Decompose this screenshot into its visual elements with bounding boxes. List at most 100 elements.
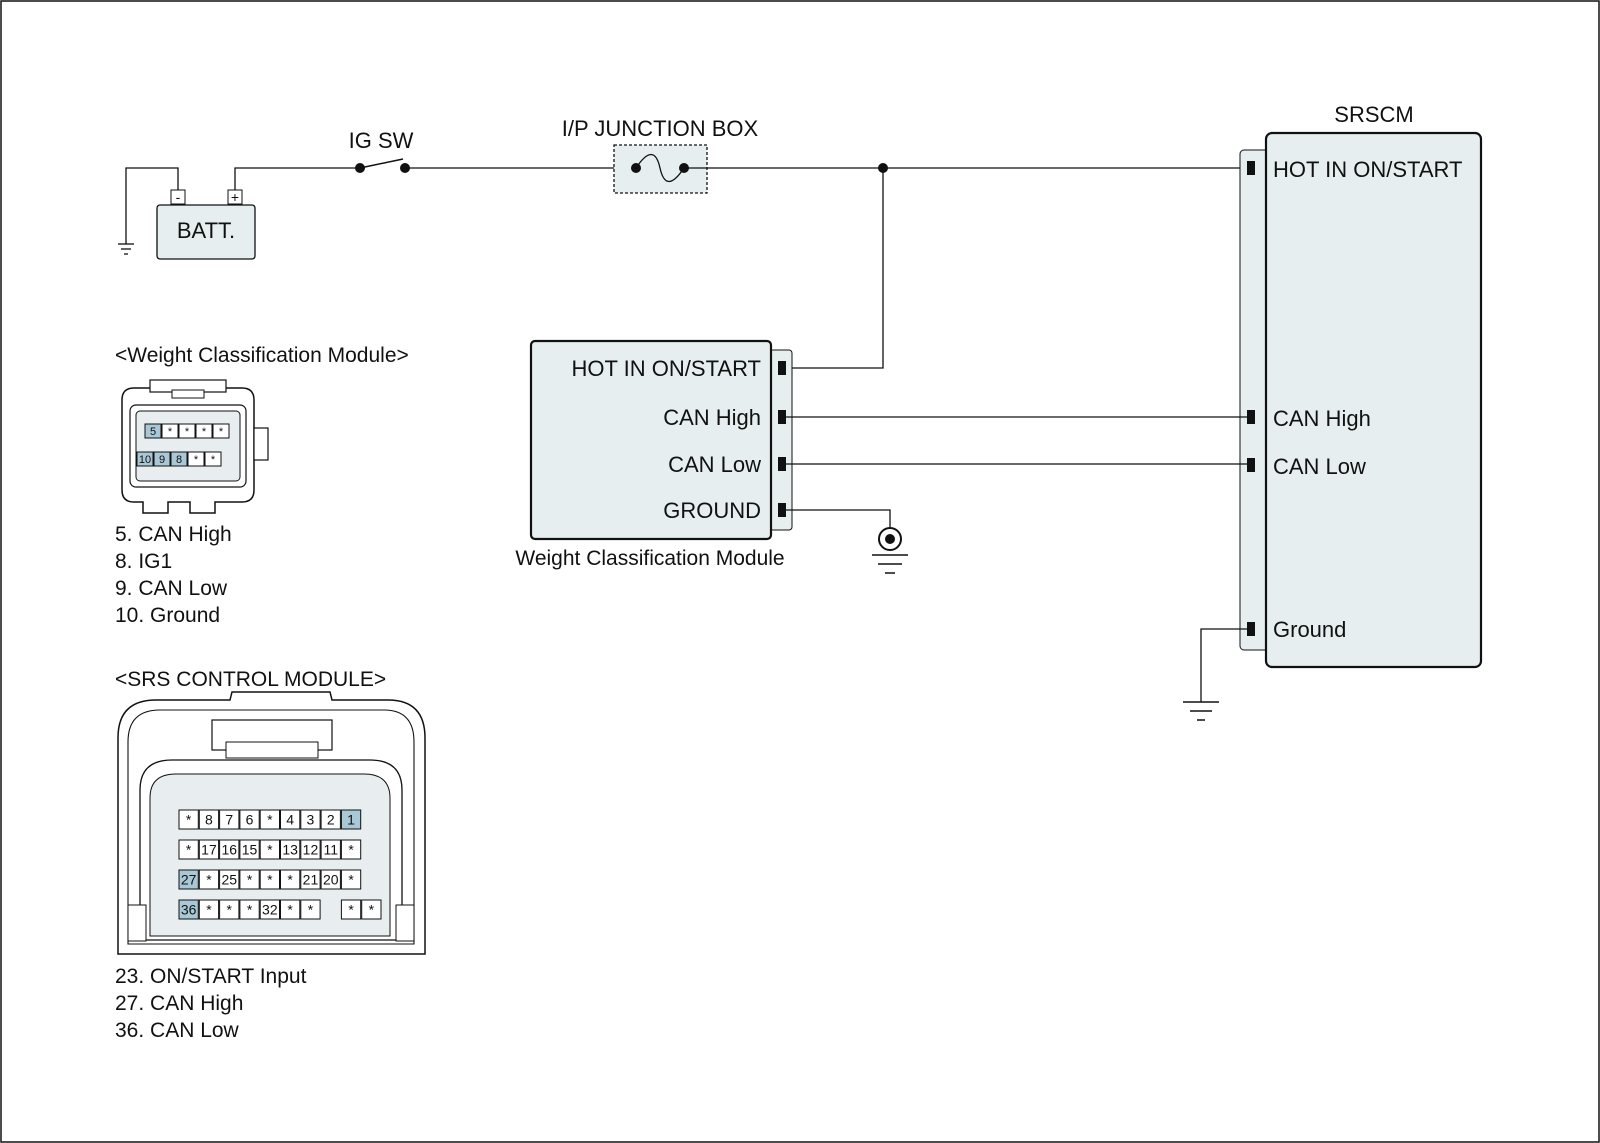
connector-pin-label: 16 bbox=[221, 842, 237, 858]
connector-pin-cell: 25 bbox=[219, 869, 240, 890]
connector-pin-cell: 27 bbox=[178, 869, 199, 890]
connector-pin-label: 11 bbox=[323, 842, 338, 858]
srscm-module: SRSCM HOT IN ON/START CAN High CAN Low G… bbox=[1239, 102, 1483, 669]
connector-pin-label: 2 bbox=[327, 812, 335, 828]
connector-pin-cell: * bbox=[178, 839, 199, 860]
connector-pin-cell: 32 bbox=[259, 899, 281, 920]
connector-pin-cell: 10 bbox=[136, 451, 154, 467]
connector-pin-cell: * bbox=[340, 839, 362, 860]
connector-pin-label: * bbox=[185, 426, 190, 438]
connector-pin-label: * bbox=[348, 842, 354, 858]
srscm-pin-can-high: CAN High bbox=[1273, 406, 1371, 431]
wcm-connector-face bbox=[121, 379, 269, 514]
connector-pin-cell: * bbox=[239, 869, 260, 890]
srs-connector-title: <SRS CONTROL MODULE> bbox=[115, 668, 386, 691]
connector-pin-cell: 21 bbox=[300, 869, 321, 890]
connector-pin-label: 10 bbox=[139, 454, 151, 466]
connector-pin-label: * bbox=[219, 426, 224, 438]
wcm-pin-ground: GROUND bbox=[663, 498, 761, 523]
connector-pin-cell: 36 bbox=[178, 899, 199, 920]
connector-pin-label: 13 bbox=[282, 842, 298, 858]
fuse-icon bbox=[631, 153, 689, 183]
connector-pin-label: * bbox=[308, 902, 314, 918]
connector-pin-cell: 7 bbox=[219, 809, 240, 830]
connector-pin-label: * bbox=[287, 902, 293, 918]
wcm-connector-legend: 5. CAN High 8. IG1 9. CAN Low 10. Ground bbox=[115, 523, 232, 627]
connector-pin-label: 12 bbox=[303, 842, 319, 858]
connector-pin-cell: 12 bbox=[300, 839, 321, 860]
battery-positive-terminal: + bbox=[231, 189, 239, 205]
connector-pin-label: 4 bbox=[286, 812, 294, 828]
connector-pin-label: 5 bbox=[150, 426, 156, 438]
connector-pin-cell: 5 bbox=[144, 423, 162, 439]
wcm-legend-item: 8. IG1 bbox=[115, 550, 172, 573]
connector-pin-cell: 3 bbox=[300, 809, 321, 830]
srs-legend-item: 23. ON/START Input bbox=[115, 965, 307, 988]
wcm-caption: Weight Classification Module bbox=[515, 547, 784, 570]
connector-pin-cell: 13 bbox=[280, 839, 301, 860]
connector-pin-cell: * bbox=[219, 899, 240, 920]
connector-pin-cell: * bbox=[204, 451, 222, 467]
wcm-pin-hot-in: HOT IN ON/START bbox=[572, 356, 761, 381]
srscm-pin-can-low: CAN Low bbox=[1273, 454, 1366, 479]
ground-icon bbox=[118, 243, 134, 255]
connector-pin-cell: 16 bbox=[219, 839, 240, 860]
connector-pin-cell: * bbox=[300, 899, 321, 920]
connector-pin-label: 8 bbox=[205, 812, 213, 828]
wcm-pin-can-low: CAN Low bbox=[668, 452, 761, 477]
connector-pin-cell: * bbox=[259, 869, 281, 890]
connector-pin-label: * bbox=[206, 872, 212, 888]
connector-pin-cell: * bbox=[280, 869, 301, 890]
connector-pin-label: 21 bbox=[303, 872, 319, 888]
wcm-pin-can-high: CAN High bbox=[663, 405, 761, 430]
connector-pin-label: 17 bbox=[201, 842, 217, 858]
connector-pin-label: * bbox=[287, 872, 293, 888]
connector-pin-label: 32 bbox=[262, 902, 278, 918]
junction-box: I/P JUNCTION BOX bbox=[562, 116, 759, 194]
srs-legend-item: 36. CAN Low bbox=[115, 1019, 240, 1042]
connector-pin-label: 8 bbox=[176, 454, 182, 466]
connector-pin-label: * bbox=[194, 454, 199, 466]
connector-pin-cell: * bbox=[259, 809, 281, 830]
connector-pin-cell: * bbox=[280, 899, 301, 920]
connector-pin-cell: * bbox=[361, 899, 382, 920]
battery-negative-terminal: - bbox=[176, 189, 181, 205]
wcm-legend-item: 10. Ground bbox=[115, 604, 220, 627]
connector-pin-cell: * bbox=[161, 423, 179, 439]
wcm-module: HOT IN ON/START CAN High CAN Low GROUND … bbox=[515, 339, 793, 570]
srscm-title: SRSCM bbox=[1334, 102, 1413, 127]
connector-pin-label: * bbox=[206, 902, 212, 918]
connector-pin-label: * bbox=[247, 872, 253, 888]
connector-pin-cell: 4 bbox=[280, 809, 301, 830]
connector-pin-label: * bbox=[168, 426, 173, 438]
srs-legend-item: 27. CAN High bbox=[115, 992, 243, 1015]
wcm-legend-item: 9. CAN Low bbox=[115, 577, 228, 600]
connector-pin-label: * bbox=[202, 426, 207, 438]
connector-pin-label: * bbox=[369, 902, 375, 918]
connector-pin-cell: * bbox=[178, 809, 199, 830]
connector-pin-cell: 1 bbox=[340, 809, 362, 830]
connector-pin-cell: * bbox=[340, 899, 362, 920]
connector-pin-cell: 17 bbox=[198, 839, 220, 860]
srscm-pin-hot-in: HOT IN ON/START bbox=[1273, 157, 1462, 182]
connector-pin-label: * bbox=[267, 872, 273, 888]
connector-pin-label: 36 bbox=[181, 902, 197, 918]
connector-pin-cell: 15 bbox=[239, 839, 260, 860]
chassis-ground-icon bbox=[872, 527, 908, 574]
connector-pin-label: 3 bbox=[307, 812, 315, 828]
connector-pin-cell: * bbox=[198, 899, 220, 920]
connector-pin-label: 27 bbox=[181, 872, 197, 888]
battery: BATT. - + bbox=[156, 189, 256, 260]
connector-pin-cell: 6 bbox=[239, 809, 260, 830]
connector-pin-cell: * bbox=[187, 451, 205, 467]
connector-pin-label: 9 bbox=[159, 454, 165, 466]
junction-box-label: I/P JUNCTION BOX bbox=[562, 116, 759, 141]
connector-pin-label: 7 bbox=[225, 812, 233, 828]
connector-pin-label: 20 bbox=[323, 872, 339, 888]
connector-pin-cell: 9 bbox=[153, 451, 171, 467]
connector-pin-cell: 2 bbox=[320, 809, 341, 830]
connector-pin-cell: 20 bbox=[320, 869, 341, 890]
